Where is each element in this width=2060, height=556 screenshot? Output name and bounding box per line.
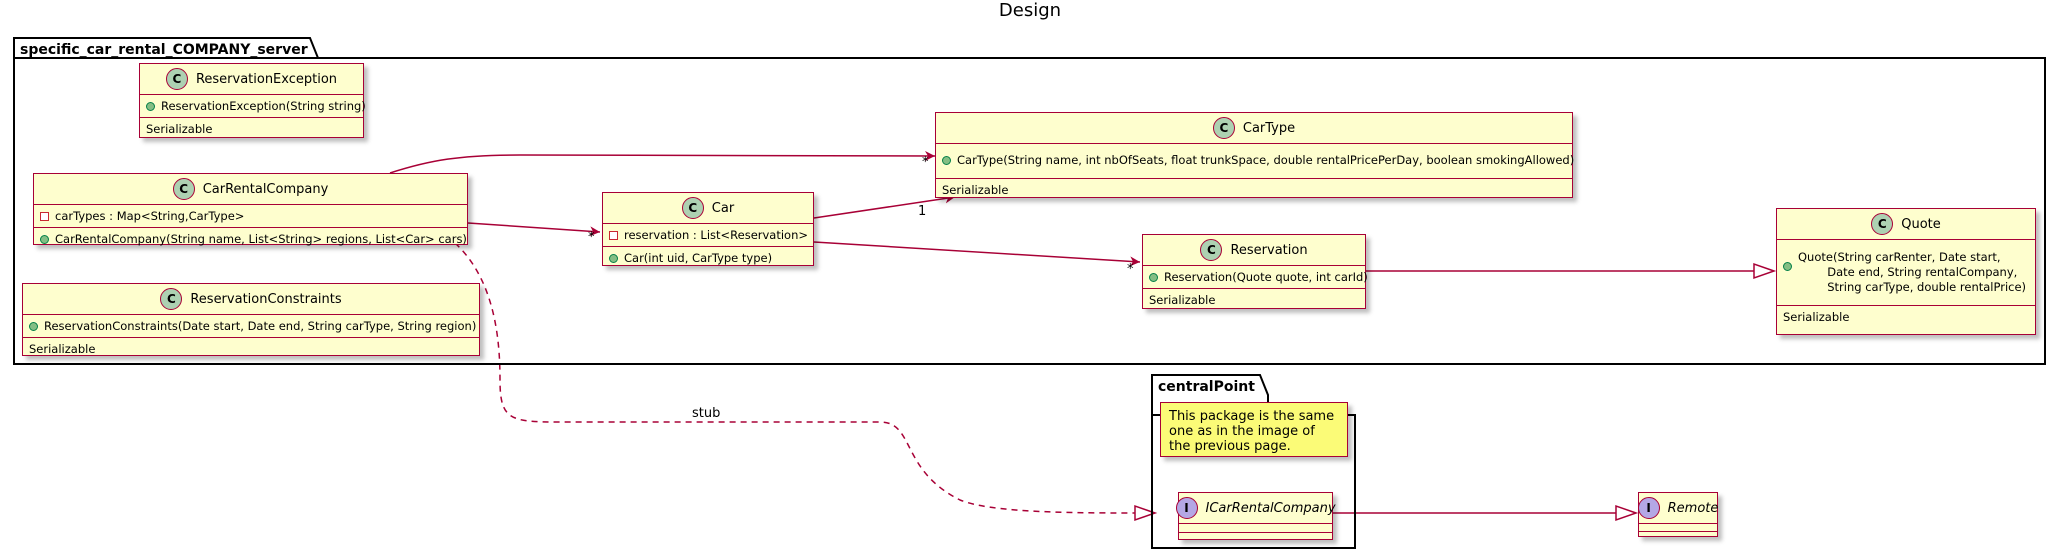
interface-fields [1639, 524, 1717, 532]
field-text: reservation : List<Reservation> [624, 228, 809, 242]
class-spot-icon: C [165, 68, 188, 90]
multiplicity-car-star: * [588, 230, 595, 245]
note-text: This package is the same one as in the i… [1169, 409, 1335, 454]
public-visibility-icon [609, 254, 618, 263]
class-extra: Serializable [1777, 306, 2035, 328]
public-visibility-icon [1149, 273, 1158, 282]
public-visibility-icon [1783, 262, 1792, 271]
method-text: Reservation(Quote quote, int carId) [1164, 270, 1368, 284]
class-name: ReservationException [195, 71, 338, 87]
class-header: C ReservationConstraints [23, 284, 479, 315]
extra-text: Serializable [146, 122, 213, 136]
class-reservation[interactable]: C Reservation Reservation(Quote quote, i… [1142, 234, 1368, 311]
class-header: C Reservation [1143, 235, 1365, 266]
interface-spot-icon: I [1637, 497, 1660, 519]
interface-name: Remote [1667, 500, 1719, 516]
interface-spot-icon: I [1175, 497, 1198, 519]
class-extra: Serializable [1143, 289, 1365, 311]
method-text: ReservationConstraints(Date start, Date … [44, 319, 477, 333]
realization-head-icar [1134, 504, 1158, 522]
public-visibility-icon [942, 156, 951, 165]
class-methods: CarRentalCompany(String name, List<Strin… [34, 228, 467, 250]
class-car[interactable]: C Car reservation : List<Reservation> Ca… [602, 192, 814, 266]
class-car-rental-company[interactable]: C CarRentalCompany carTypes : Map<String… [33, 173, 468, 246]
private-visibility-icon [609, 231, 618, 240]
class-methods: ReservationConstraints(Date start, Date … [23, 315, 479, 338]
realization-company-icar [454, 242, 1136, 514]
class-name: CarType [1242, 120, 1296, 136]
private-visibility-icon [40, 212, 49, 221]
class-methods: Quote(String carRenter, Date start, Date… [1777, 240, 2035, 306]
package-central-label: centralPoint [1158, 379, 1255, 395]
class-methods: CarType(String name, int nbOfSeats, floa… [936, 144, 1575, 179]
class-spot-icon: C [1212, 117, 1235, 139]
generalization-head-remote [1615, 504, 1639, 522]
class-spot-icon: C [172, 178, 195, 200]
class-name: ReservationConstraints [190, 291, 342, 307]
class-methods: Car(int uid, CarType type) [603, 247, 813, 269]
class-spot-icon: C [1871, 213, 1894, 235]
method-text: CarType(String name, int nbOfSeats, floa… [957, 153, 1575, 167]
interface-remote[interactable]: I Remote [1637, 492, 1719, 539]
class-header: I Remote [1637, 493, 1719, 524]
public-visibility-icon [40, 235, 49, 244]
class-fields: carTypes : Map<String,CarType> [34, 205, 467, 228]
class-header: C Car [603, 193, 813, 224]
class-extra: Serializable [140, 118, 363, 140]
class-extra: Serializable [23, 338, 479, 360]
multiplicity-reservation-star: * [1127, 262, 1134, 277]
multiplicity-cartype-star: * [922, 155, 929, 170]
class-spot-icon: C [160, 288, 183, 310]
class-reservation-constraints[interactable]: C ReservationConstraints ReservationCons… [22, 283, 480, 356]
multiplicity-cartype-one: 1 [918, 204, 927, 219]
extra-text: Serializable [1149, 293, 1216, 307]
extra-text: Serializable [942, 183, 1009, 197]
method-text: CarRentalCompany(String name, List<Strin… [55, 232, 467, 246]
class-reservation-exception[interactable]: C ReservationException ReservationExcept… [139, 63, 366, 140]
class-header: C CarType [936, 113, 1572, 144]
class-spot-icon: C [1200, 239, 1223, 261]
class-extra: Serializable [936, 179, 1572, 201]
extra-text: Serializable [1783, 310, 1850, 324]
association-car-reservation [813, 241, 1141, 267]
method-text: Car(int uid, CarType type) [624, 251, 773, 265]
package-note: This package is the same one as in the i… [1160, 402, 1348, 457]
class-header: C CarRentalCompany [34, 174, 467, 205]
public-visibility-icon [146, 102, 155, 111]
class-fields: reservation : List<Reservation> [603, 224, 813, 247]
class-name: Quote [1901, 216, 1941, 232]
association-company-cartype [389, 150, 936, 174]
extra-text: Serializable [29, 342, 96, 356]
class-car-type[interactable]: C CarType CarType(String name, int nbOfS… [935, 112, 1575, 201]
class-name: Reservation [1230, 242, 1308, 258]
field-text: carTypes : Map<String,CarType> [55, 209, 245, 223]
class-header: C ReservationException [140, 64, 363, 95]
class-quote[interactable]: C Quote Quote(String carRenter, Date sta… [1776, 208, 2036, 335]
interface-icar-rental-company[interactable]: I ICarRentalCompany [1175, 492, 1336, 541]
interface-methods [1179, 533, 1332, 541]
package-server-label: specific_car_rental_COMPANY_server [20, 42, 308, 58]
diagram-title: Design [998, 0, 1062, 21]
class-header: C Quote [1777, 209, 2035, 240]
label-stub: stub [692, 406, 721, 421]
class-methods: ReservationException(String string) [140, 95, 366, 118]
interface-methods [1639, 532, 1717, 539]
class-name: Car [711, 200, 735, 216]
method-text: ReservationException(String string) [161, 99, 366, 113]
class-name: CarRentalCompany [202, 181, 329, 197]
interface-fields [1179, 524, 1332, 533]
class-methods: Reservation(Quote quote, int carId) [1143, 266, 1368, 289]
public-visibility-icon [29, 322, 38, 331]
association-company-car [467, 222, 601, 237]
association-car-cartype [813, 193, 956, 219]
generalization-head-quote [1753, 262, 1777, 280]
method-text: Quote(String carRenter, Date start, Date… [1798, 250, 2027, 294]
class-header: I ICarRentalCompany [1175, 493, 1336, 524]
class-spot-icon: C [681, 197, 704, 219]
interface-name: ICarRentalCompany [1205, 500, 1336, 516]
